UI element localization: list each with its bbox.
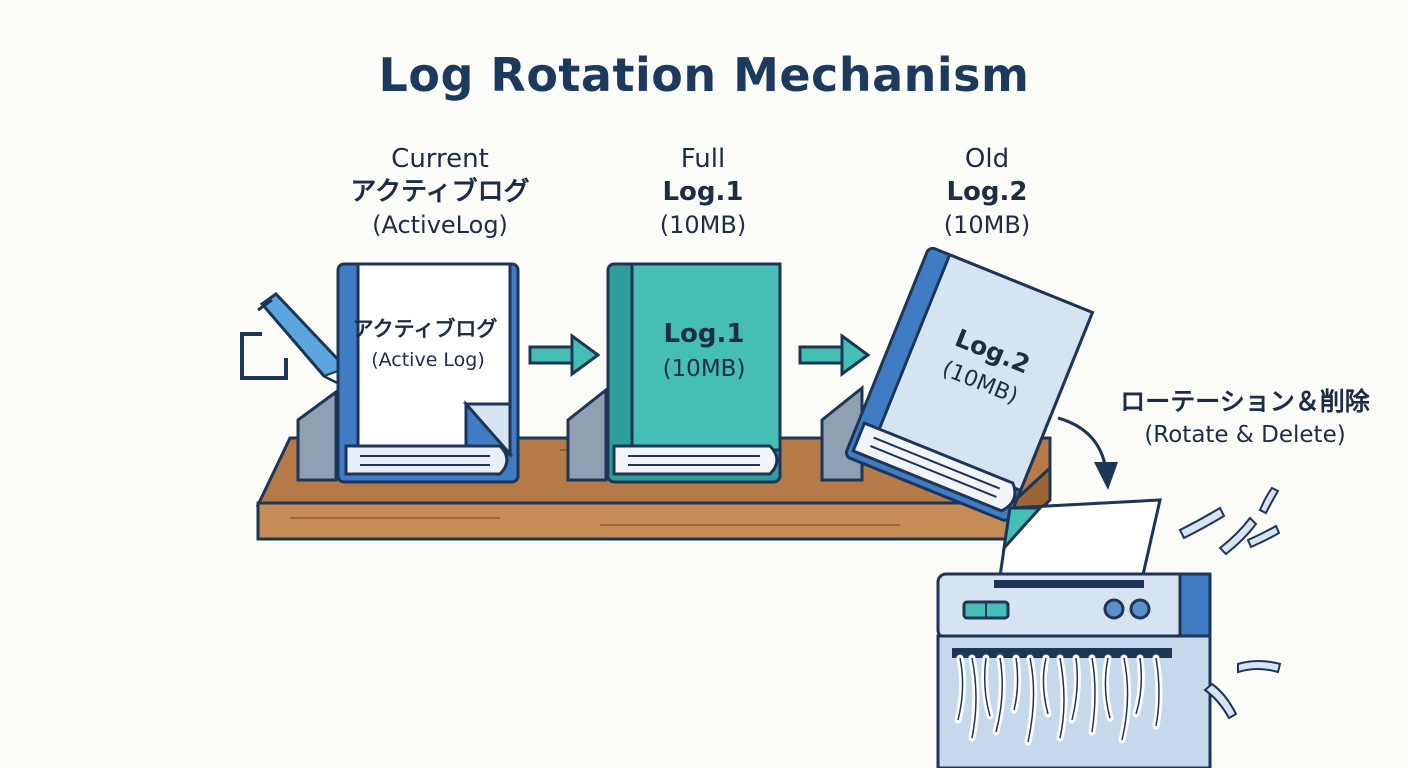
book-sub: (10MB)	[663, 356, 746, 382]
rotate-label-jp: ローテーション＆削除	[1120, 387, 1370, 416]
edit-icon	[240, 292, 348, 387]
stage-name: Log.2	[946, 177, 1028, 207]
log2-book: Log.2 (10MB)	[844, 246, 1095, 522]
arrow-right-icon	[528, 333, 601, 377]
stage-state: Full	[680, 144, 726, 174]
stage-label-old: Old Log.2 (10MB)	[857, 143, 1117, 241]
stage-detail: (10MB)	[943, 211, 1031, 239]
stage-detail: (10MB)	[659, 211, 747, 239]
rotate-label-en: (Rotate & Delete)	[1144, 422, 1346, 448]
arrow-right-icon	[798, 333, 871, 377]
book-label: アクティブログ	[353, 317, 498, 341]
stage-state: Current	[391, 144, 489, 174]
rotate-delete-label: ローテーション＆削除 (Rotate & Delete)	[1095, 385, 1395, 451]
bookend-2	[566, 386, 608, 482]
book-sub: (Active Log)	[371, 349, 485, 371]
stage-name: Log.1	[662, 177, 744, 207]
active-log-book: アクティブログ (Active Log)	[336, 262, 520, 484]
stage-label-full: Full Log.1 (10MB)	[573, 143, 833, 241]
book-label: Log.1	[663, 319, 744, 349]
shredder-icon	[936, 498, 1212, 768]
curved-arrow-icon	[1057, 416, 1118, 490]
diagram-title: Log Rotation Mechanism	[378, 48, 1030, 102]
stage-label-current: Current アクティブログ (ActiveLog)	[300, 143, 580, 241]
bookend-1	[296, 389, 338, 482]
log1-book: Log.1 (10MB)	[606, 262, 782, 484]
stage-state: Old	[964, 144, 1010, 174]
stage-detail: (ActiveLog)	[372, 211, 508, 239]
stage-name: アクティブログ	[350, 177, 530, 207]
paper-scraps	[1178, 486, 1282, 720]
